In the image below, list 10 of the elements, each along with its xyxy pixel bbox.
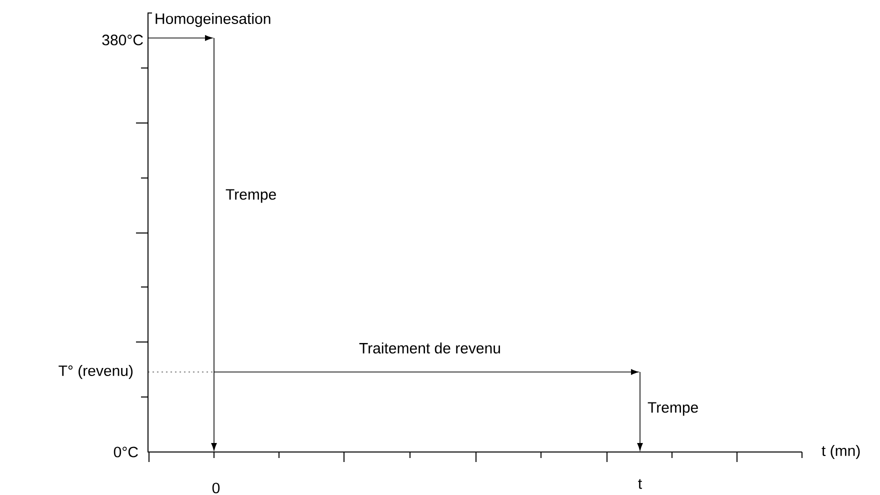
axis-tick-label: t xyxy=(638,479,642,489)
phase-label: Homogeinesation xyxy=(156,13,270,27)
phase-label: Trempe xyxy=(648,402,698,416)
axis-tick-label: 0°C xyxy=(114,446,138,458)
axis-tick-label: 380°C xyxy=(102,34,143,46)
axis-tick-label: 0 xyxy=(212,482,220,494)
axis-tick-label: T° (revenu) xyxy=(58,365,133,379)
axis-title: t (mn) xyxy=(822,445,860,459)
phase-label: Traitement de revenu xyxy=(359,342,500,354)
phase-label: Trempe xyxy=(226,189,276,203)
